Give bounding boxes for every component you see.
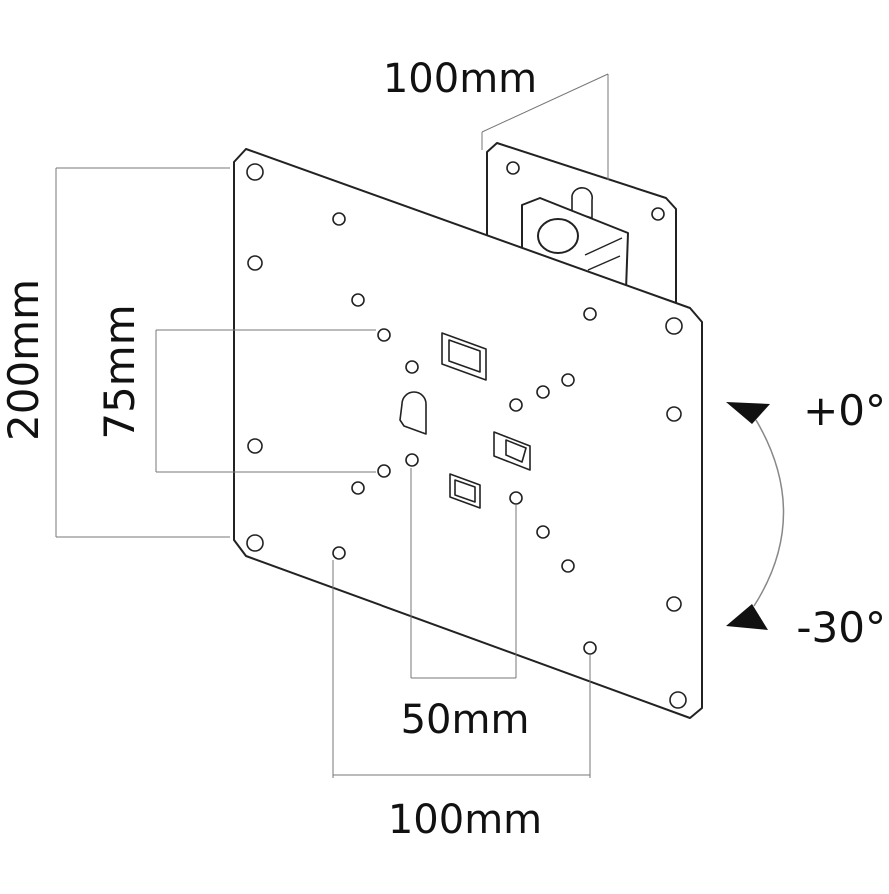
tilt-arc (753, 419, 785, 607)
bottom-outer-dimension (332, 560, 591, 778)
latch-slot-inner (505, 439, 527, 463)
dimension-line (481, 73, 609, 133)
bottom-inner-dimension (410, 468, 517, 679)
corner-hole (246, 163, 264, 181)
keyhole-slot (571, 187, 593, 219)
tilt-knob (537, 218, 579, 254)
outer-height-label: 200mm (0, 279, 48, 441)
d-slot (399, 391, 427, 435)
mount-hole (536, 525, 550, 539)
tilt-indicator (726, 402, 785, 630)
mount-hole (377, 464, 391, 478)
top-dimension (481, 73, 609, 180)
wall-plate-hole (506, 161, 520, 175)
corner-hole (669, 691, 687, 709)
outer-width-label: 100mm (388, 797, 542, 843)
hinge-edge (584, 237, 623, 256)
mount-hole (377, 328, 391, 342)
corner-hole (665, 317, 683, 335)
arrow-down-icon (726, 604, 768, 630)
mount-hole (247, 438, 263, 454)
mount-hole (561, 559, 575, 573)
mount-hole (351, 481, 365, 495)
corner-hole (246, 534, 264, 552)
inner-height-label: 75mm (95, 304, 144, 439)
arrow-up-icon (726, 402, 770, 424)
mount-hole (666, 596, 682, 612)
mount-hole (583, 641, 597, 655)
wall-plate-hole (651, 207, 665, 221)
wall-bracket (486, 142, 677, 304)
tilt-lower-label: -30° (796, 603, 886, 652)
left-outer-dimension (55, 167, 230, 538)
mount-hole (332, 546, 346, 560)
mount-hole (509, 491, 523, 505)
mount-hole (509, 398, 523, 412)
mount-hole (536, 385, 550, 399)
mount-hole (405, 453, 419, 467)
top-width-label: 100mm (383, 56, 537, 102)
mount-hole (332, 212, 346, 226)
mount-hole (583, 307, 597, 321)
mount-hole (247, 255, 263, 271)
tilt-upper-label: +0° (803, 386, 886, 435)
rect-slot-inner (448, 339, 481, 373)
rect-slot-small-inner (454, 479, 476, 503)
vesa-plate (233, 148, 703, 719)
left-inner-dimension (155, 329, 376, 473)
hinge-edge (587, 255, 621, 271)
plate-outline (233, 148, 703, 719)
inner-width-label: 50mm (401, 697, 530, 743)
mount-hole (666, 406, 682, 422)
mount-hole (351, 293, 365, 307)
mount-hole (405, 360, 419, 374)
mount-hole (561, 373, 575, 387)
